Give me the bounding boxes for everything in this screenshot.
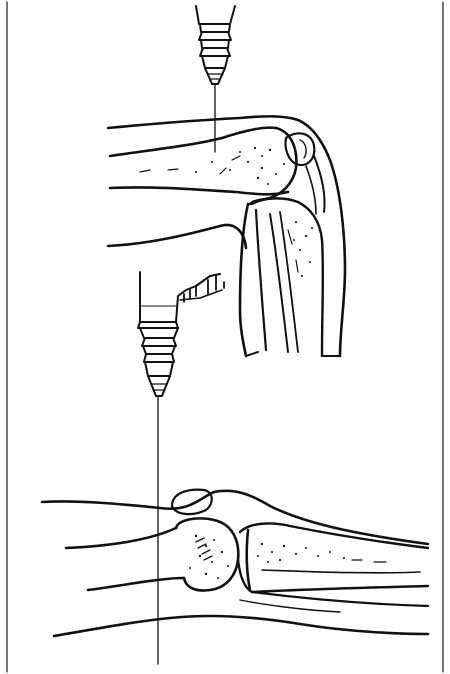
lower-syringe-icon bbox=[138, 272, 224, 664]
bone-hatching-upper bbox=[140, 156, 298, 272]
extended-joint-drawing bbox=[42, 490, 428, 636]
upper-syringe-icon bbox=[196, 6, 235, 152]
bone-hatching-lower bbox=[196, 538, 386, 562]
image-border bbox=[7, 2, 443, 672]
flexed-knee-drawing bbox=[108, 116, 345, 356]
